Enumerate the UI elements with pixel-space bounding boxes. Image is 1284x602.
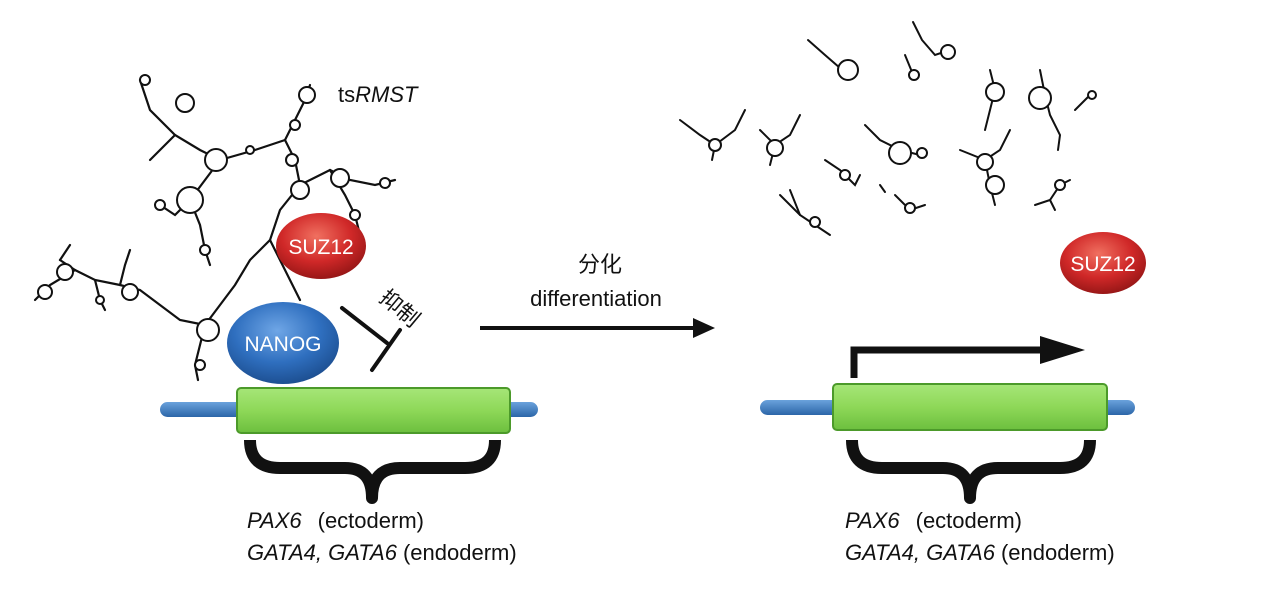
transcription-arrow xyxy=(850,336,1085,378)
gene-box-left xyxy=(236,387,511,434)
suz12-label-right: SUZ12 xyxy=(1070,253,1135,276)
gene-label-left-line1: PAX6(ectoderm) xyxy=(247,508,424,533)
gene-box-right xyxy=(832,383,1108,431)
suz12-protein-left xyxy=(276,213,366,279)
differentiation-arrow xyxy=(480,318,715,338)
gene-brace-right xyxy=(846,439,1096,504)
rna-fragments xyxy=(679,21,1091,236)
gene-label-left-line2: GATA4, GATA6(endoderm) xyxy=(247,540,517,565)
arrow-label-cn: 分化 xyxy=(578,253,622,278)
nanog-protein xyxy=(227,302,339,384)
repression-symbol xyxy=(340,306,402,372)
tsrmst-rna-loops xyxy=(37,74,391,371)
nanog-label: NANOG xyxy=(244,333,321,356)
gene-label-right-line1: PAX6(ectoderm) xyxy=(845,508,1022,533)
suz12-protein-right xyxy=(1060,232,1146,294)
suz12-label-left: SUZ12 xyxy=(288,236,353,259)
repress-label: 抑制 xyxy=(374,285,424,332)
gene-brace-left xyxy=(244,439,501,504)
rna-label: tsRMST xyxy=(338,82,419,107)
arrow-label-en: differentiation xyxy=(530,286,662,311)
rna-fragment-loops xyxy=(708,44,1097,228)
gene-label-right-line2: GATA4, GATA6(endoderm) xyxy=(845,540,1115,565)
